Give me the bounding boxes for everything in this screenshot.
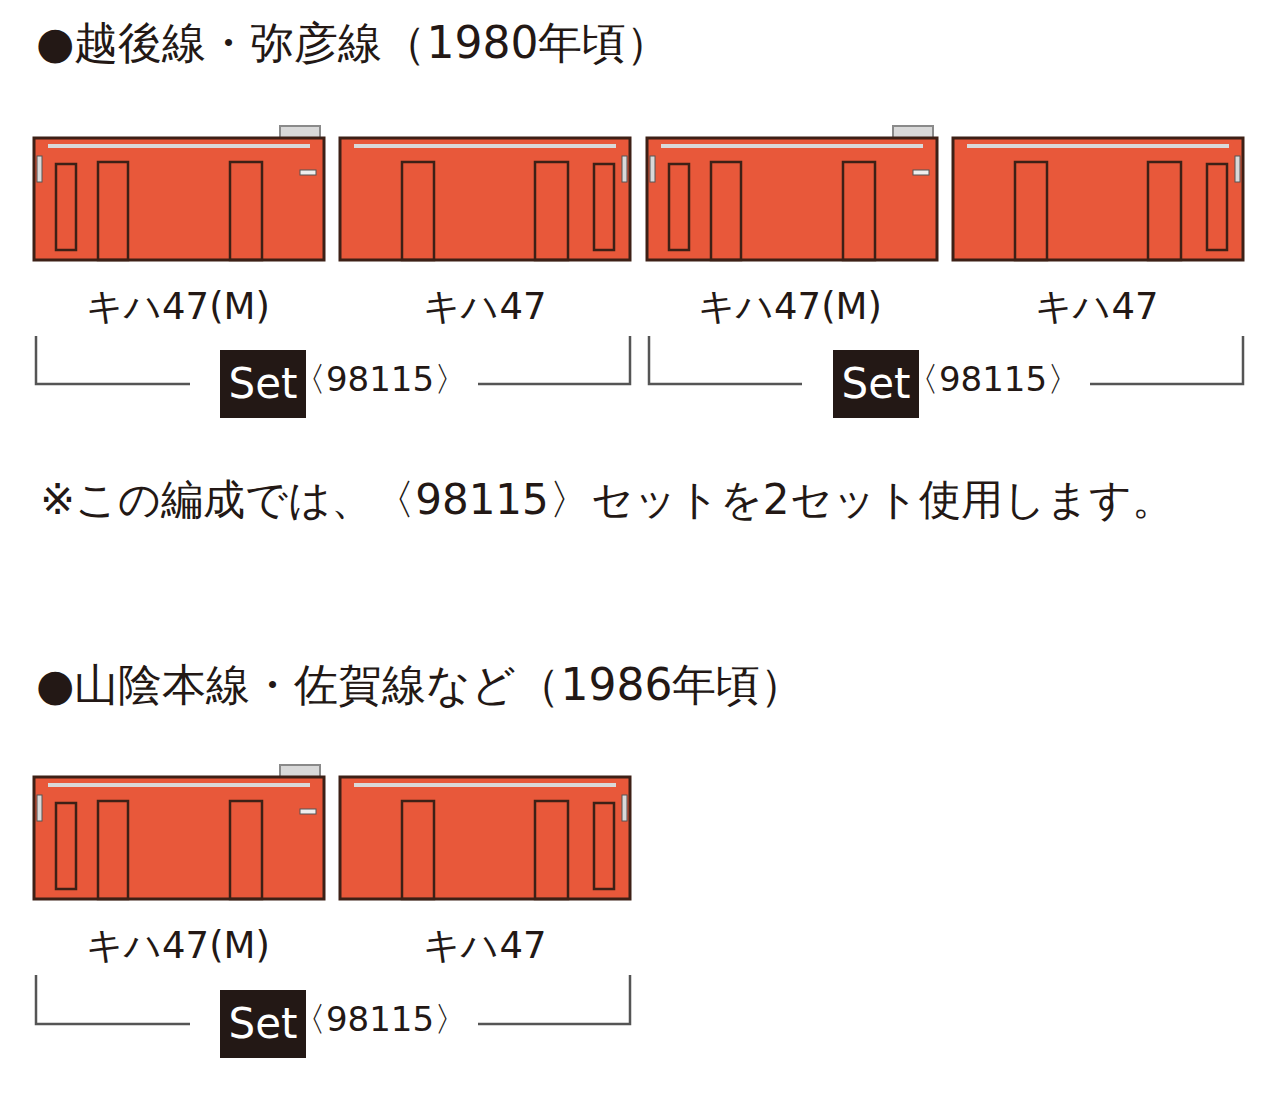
- set-label: Set: [229, 363, 298, 405]
- set-number: 〈98115〉: [292, 1000, 468, 1039]
- section-heading: ●越後線・弥彦線（1980年頃）: [36, 18, 670, 69]
- car-label: キハ47: [423, 286, 546, 329]
- set-bracket: [36, 336, 1243, 1024]
- car-label: キハ47(M): [698, 286, 882, 329]
- set-badge: Set: [220, 990, 306, 1058]
- note-text: ※この編成では、〈98115〉セットを2セット使用します。: [40, 465, 1250, 534]
- section-heading: ●山陰本線・佐賀線など（1986年頃）: [36, 660, 804, 711]
- set-label: Set: [842, 363, 911, 405]
- car-label: キハ47(M): [86, 286, 270, 329]
- set-badge: Set: [220, 350, 306, 418]
- car-label: キハ47(M): [86, 925, 270, 968]
- set-label: Set: [229, 1003, 298, 1045]
- car-label: キハ47: [423, 925, 546, 968]
- set-badge: Set: [833, 350, 919, 418]
- set-number: 〈98115〉: [292, 360, 468, 399]
- car-label: キハ47: [1035, 286, 1158, 329]
- set-number: 〈98115〉: [905, 360, 1081, 399]
